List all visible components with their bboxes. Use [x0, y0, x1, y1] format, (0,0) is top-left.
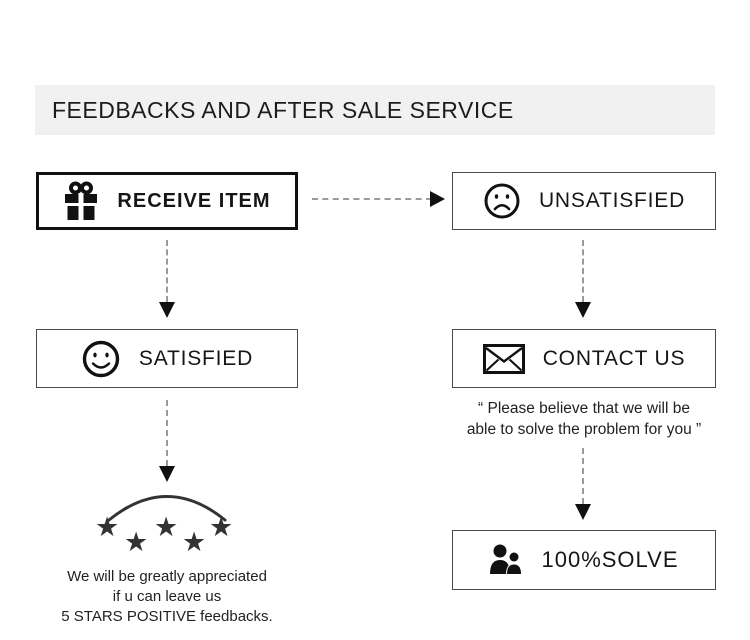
- unsatisfied-box: UNSATISFIED: [452, 172, 716, 230]
- envelope-icon: [482, 343, 525, 374]
- title-band: FEEDBACKS AND AFTER SALE SERVICE: [35, 85, 715, 135]
- feedback-note: We will be greatly appreciated if u can …: [61, 568, 273, 625]
- arrow-unsatisfied-to-contact-head: [575, 302, 591, 318]
- arrow-receive-to-satisfied-line: [166, 240, 168, 302]
- arrow-satisfied-to-stars-line: [166, 400, 168, 466]
- star-icon: ★: [209, 512, 234, 542]
- solve-box: 100%SOLVE: [452, 530, 716, 590]
- arrow-receive-to-unsatisfied-head: [430, 191, 445, 207]
- sad-face-icon: [484, 183, 520, 219]
- gift-icon: [65, 181, 98, 221]
- unsatisfied-label: UNSATISFIED: [538, 189, 686, 212]
- arrow-unsatisfied-to-contact-line: [582, 240, 584, 302]
- stars-arc: [107, 495, 227, 522]
- contact-note: “ Please believe that we will be able to…: [466, 400, 702, 438]
- people-icon: [490, 544, 523, 575]
- satisfied-label: SATISFIED: [138, 346, 254, 370]
- star-icon: ★: [124, 527, 149, 557]
- solve-label: 100%SOLVE: [541, 547, 679, 572]
- page-title: FEEDBACKS AND AFTER SALE SERVICE: [52, 96, 514, 123]
- arrow-satisfied-to-stars-head: [159, 466, 175, 482]
- receive-item-label: RECEIVE ITEM: [117, 189, 271, 212]
- star-icon: ★: [182, 527, 207, 557]
- five-stars: ★★★★★: [36, 510, 298, 570]
- arrow-receive-to-satisfied-head: [159, 302, 175, 318]
- contact-us-box: CONTACT US: [452, 329, 716, 388]
- receive-item-box: RECEIVE ITEM: [36, 172, 298, 230]
- satisfied-box: SATISFIED: [36, 329, 298, 388]
- arrow-contact-to-solve-line: [582, 448, 584, 504]
- contact-us-label: CONTACT US: [542, 346, 686, 370]
- star-icon: ★: [95, 512, 120, 542]
- arrow-contact-to-solve-head: [575, 504, 591, 520]
- star-icon: ★: [154, 512, 179, 542]
- arrow-receive-to-unsatisfied-line: [312, 198, 432, 200]
- smiley-face-icon: [82, 340, 120, 377]
